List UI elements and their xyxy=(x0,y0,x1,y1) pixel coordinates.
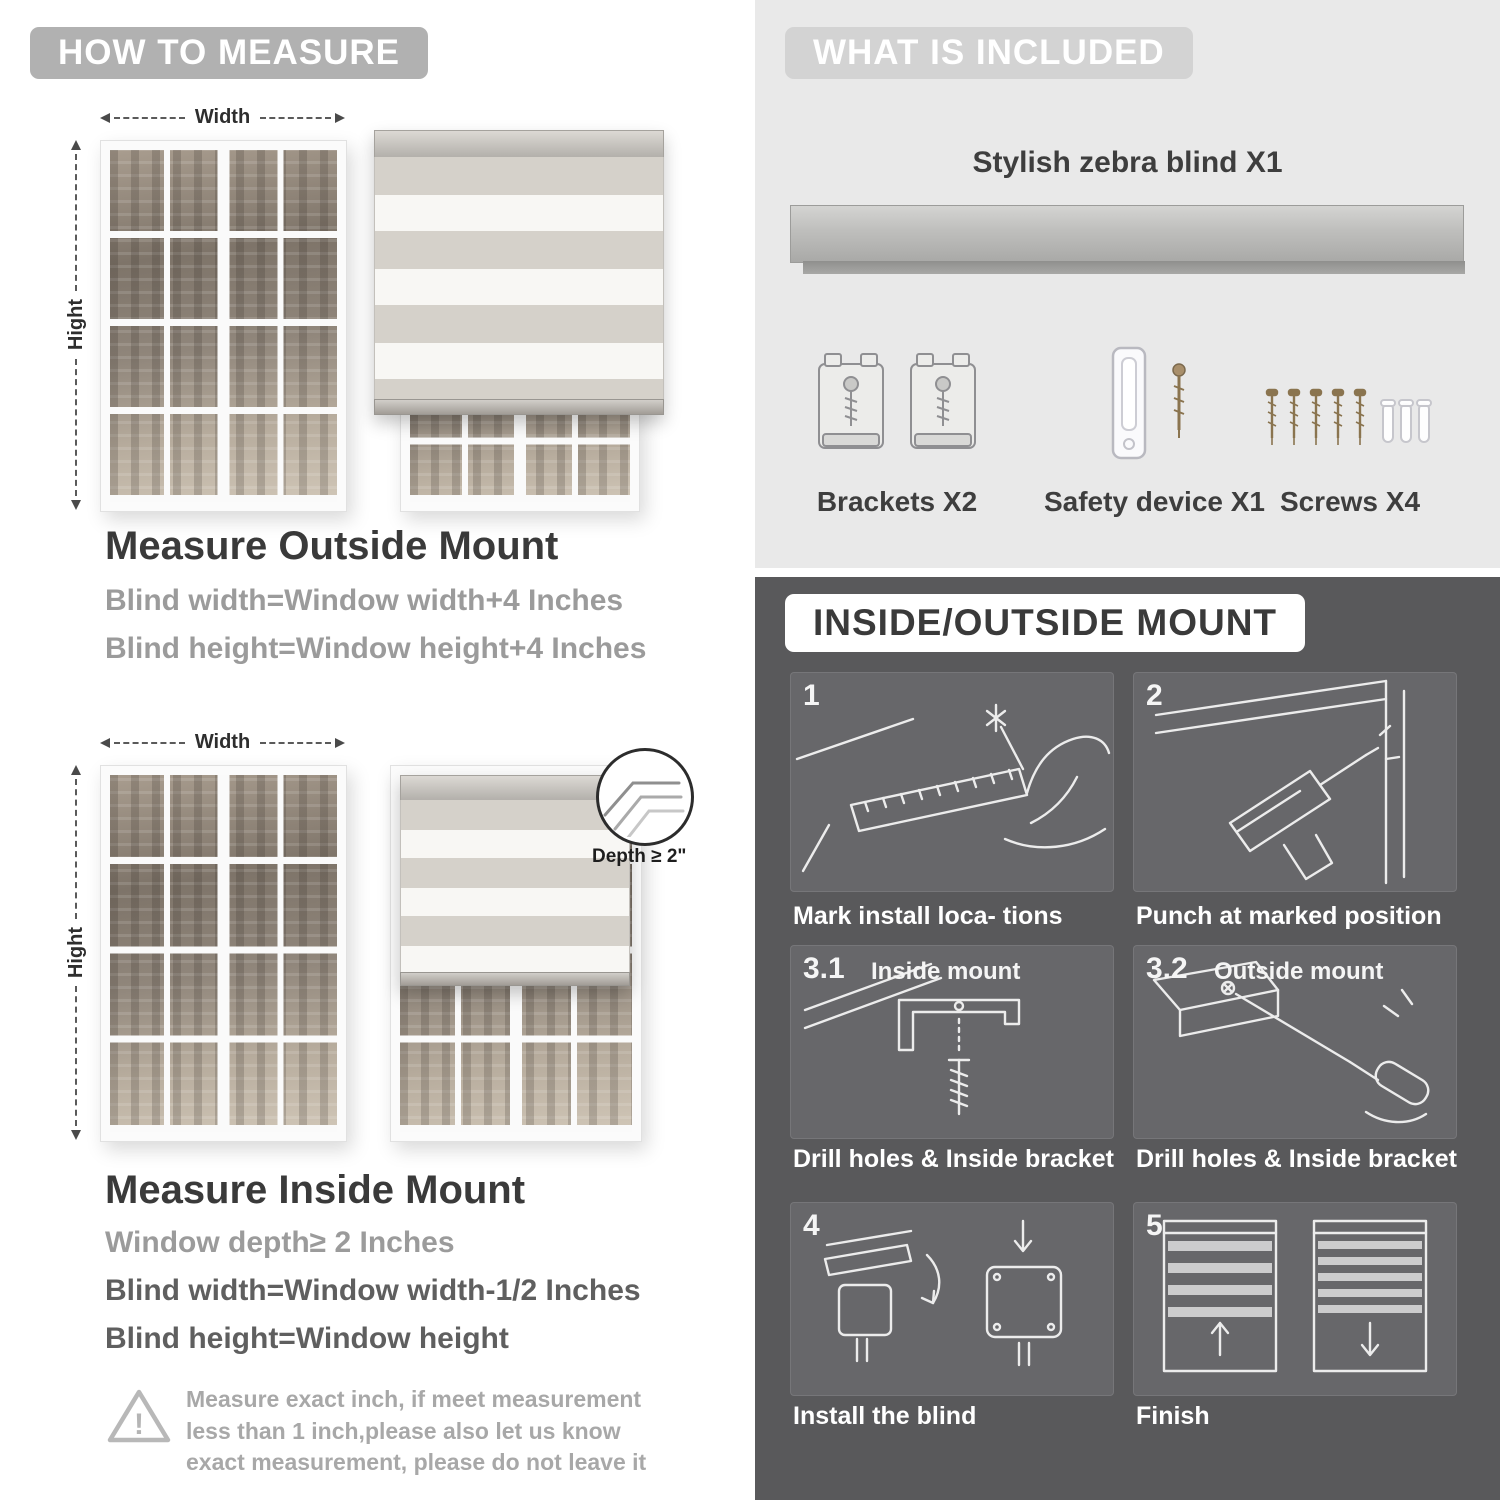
blind-headrail-lip xyxy=(803,261,1465,274)
safety-device-label: Safety device X1 xyxy=(1043,486,1266,517)
step-number: 1 xyxy=(803,679,820,712)
outside-mount-line2: Blind height=Window height+4 Inches xyxy=(105,632,647,665)
screws-label: Screws X4 xyxy=(1279,486,1421,517)
step-panel-5: 5 xyxy=(1133,1202,1457,1396)
product-label: Stylish zebra blind X1 xyxy=(972,146,1283,179)
width-arrow-outside: Width xyxy=(100,106,346,129)
dashed-line xyxy=(75,358,77,496)
window-corner-detail xyxy=(603,781,685,841)
step-caption-3-1: Drill holes & Inside bracket xyxy=(793,1145,1114,1173)
depth-label: Depth ≥ 2" xyxy=(592,846,687,867)
height-label: Hight xyxy=(64,926,87,979)
window-glass xyxy=(110,775,337,1132)
zebra-blind-illustration xyxy=(400,775,630,986)
blind-headrail-illustration xyxy=(790,205,1464,263)
step-number: 3.2 xyxy=(1146,952,1188,985)
brackets-icon xyxy=(818,353,976,449)
what-is-included-section: WHAT IS INCLUDED Stylish zebra blind X1 xyxy=(755,0,1500,568)
dashed-line xyxy=(260,116,332,119)
step-caption-1: Mark install loca- tions xyxy=(793,902,1063,930)
step-number: 4 xyxy=(803,1209,820,1242)
dashed-line xyxy=(114,116,185,119)
install-blind-illustration xyxy=(823,1219,1063,1367)
step-panel-4: 4 xyxy=(790,1202,1114,1396)
width-label: Width xyxy=(194,106,251,128)
step-panel-2: 2 xyxy=(1133,672,1457,892)
dashed-line xyxy=(114,741,185,744)
arrow-left-icon xyxy=(100,737,110,748)
warning-triangle-icon xyxy=(107,1389,171,1443)
inside-mount-line1: Window depth≥ 2 Inches xyxy=(105,1226,455,1259)
arrow-left-icon xyxy=(100,112,110,123)
dashed-line xyxy=(260,741,332,744)
inside-mount-line2: Blind width=Window width-1/2 Inches xyxy=(105,1274,641,1307)
warning-exclamation: ! xyxy=(134,1408,144,1441)
step-number: 2 xyxy=(1146,679,1163,712)
dashed-line xyxy=(75,986,77,1126)
blind-bottom-rail xyxy=(400,972,630,986)
brackets-label: Brackets X2 xyxy=(816,486,978,517)
outside-bracket-illustration xyxy=(1152,960,1430,1124)
arrow-right-icon xyxy=(335,737,346,748)
step-panel-3-2: 3.2 Outside mount xyxy=(1133,945,1457,1139)
arrow-right-icon xyxy=(335,112,346,123)
width-label: Width xyxy=(194,731,251,753)
step-panel-3-1: 3.1 Inside mount xyxy=(790,945,1114,1139)
arrow-up-icon xyxy=(71,765,81,775)
safety-device-icon xyxy=(1111,346,1186,460)
zebra-blind-illustration xyxy=(374,130,664,415)
arrow-down-icon xyxy=(71,500,81,510)
mount-section-header: INSIDE/OUTSIDE MOUNT xyxy=(785,594,1306,652)
blind-stripes xyxy=(374,157,664,399)
step-inner-label: Inside mount xyxy=(871,958,1021,985)
blind-stripes xyxy=(400,800,630,972)
step-number: 3.1 xyxy=(803,952,845,985)
inside-bracket-illustration xyxy=(803,962,1021,1116)
blind-cassette xyxy=(400,775,630,800)
step-inner-label: Outside mount xyxy=(1214,958,1384,985)
what-is-included-header: WHAT IS INCLUDED xyxy=(785,27,1193,79)
inside-mount-heading: Measure Inside Mount xyxy=(105,1168,526,1212)
inside-mount-line3: Blind height=Window height xyxy=(105,1322,509,1355)
height-label: Hight xyxy=(64,299,87,351)
window-illustration xyxy=(100,765,347,1142)
height-arrow-outside: Hight xyxy=(64,140,88,510)
how-to-measure-header: HOW TO MEASURE xyxy=(30,27,428,79)
height-arrow-inside: Hight xyxy=(64,765,88,1140)
window-glass xyxy=(110,150,337,502)
dashed-line xyxy=(75,779,77,919)
drill-illustration xyxy=(1154,679,1406,885)
dashed-line xyxy=(75,154,77,292)
finish-illustration xyxy=(1162,1219,1428,1373)
depth-magnifier-icon xyxy=(596,748,694,846)
step-number: 5 xyxy=(1146,1209,1163,1242)
step-caption-3-2: Drill holes & Inside bracket xyxy=(1136,1145,1457,1173)
arrow-down-icon xyxy=(71,1130,81,1140)
screws-icon xyxy=(1265,388,1432,445)
arrow-up-icon xyxy=(71,140,81,150)
warning-text: Measure exact inch, if meet measurement … xyxy=(186,1386,647,1476)
window-illustration xyxy=(100,140,347,512)
step-caption-5: Finish xyxy=(1136,1402,1210,1430)
step-caption-4: Install the blind xyxy=(793,1402,977,1430)
blind-cassette xyxy=(374,130,664,157)
step-caption-2: Punch at marked position xyxy=(1136,902,1442,930)
mark-locations-illustration xyxy=(795,703,1111,873)
step-panel-1: 1 xyxy=(790,672,1114,892)
outside-mount-line1: Blind width=Window width+4 Inches xyxy=(105,584,624,617)
mount-instructions-section: INSIDE/OUTSIDE MOUNT 1 Mark install loca… xyxy=(755,577,1500,1500)
blind-bottom-rail xyxy=(374,399,664,415)
width-arrow-inside: Width xyxy=(100,731,346,754)
outside-mount-heading: Measure Outside Mount xyxy=(105,524,559,568)
